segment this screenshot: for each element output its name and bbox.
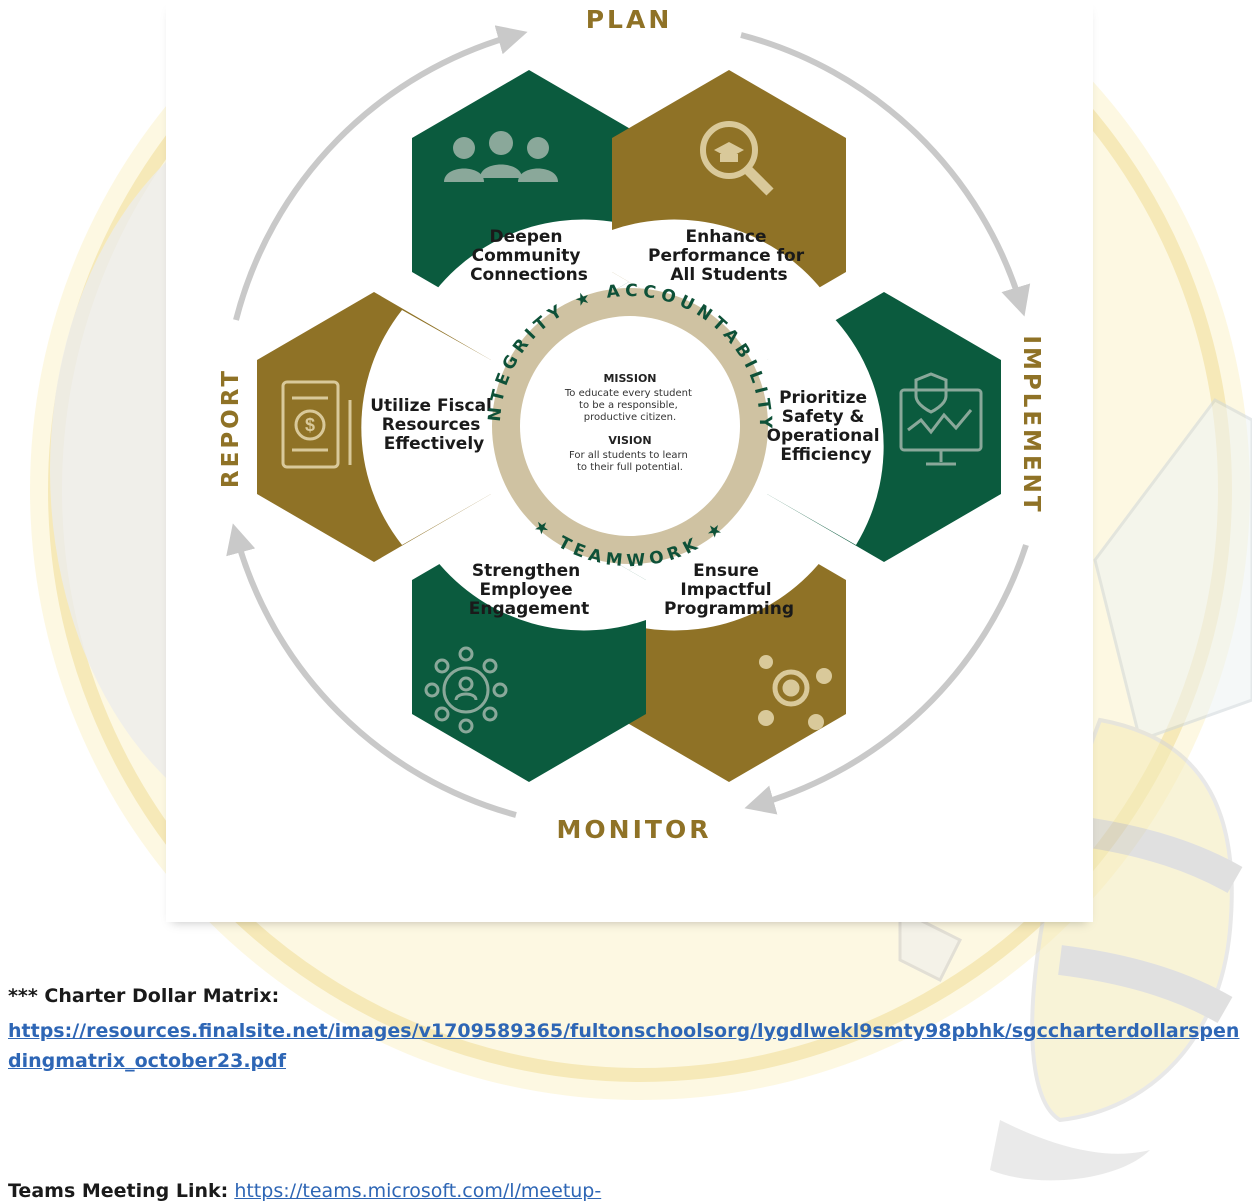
cycle-arrows	[226, 25, 1031, 818]
goal-hex-community: Deepen Community Connections	[412, 70, 646, 340]
teams-meeting-link[interactable]: https://teams.microsoft.com/l/meetup-	[234, 1180, 602, 1202]
charter-matrix-label: *** Charter Dollar Matrix:	[8, 985, 280, 1007]
goal-label-safety: Prioritize Safety & Operational Efficien…	[767, 388, 886, 465]
gear-network-icon	[758, 655, 832, 730]
goal-label-fiscal: Utilize Fiscal Resources Effectively	[370, 396, 498, 454]
mission-heading: MISSION	[603, 372, 656, 385]
teams-meeting-line: Teams Meeting Link: https://teams.micros…	[8, 1180, 601, 1202]
invoice-dollar-icon: $	[281, 380, 352, 469]
person-network-icon	[424, 646, 508, 734]
goal-hex-performance: Enhance Performance for All Students	[612, 70, 846, 340]
cycle-label-monitor: MONITOR	[557, 815, 712, 844]
goal-hex-engagement: Strengthen Employee Engagement	[412, 512, 646, 782]
goal-label-community: Deepen Community Connections	[470, 227, 588, 285]
mission-text: To educate every student to be a respons…	[564, 388, 695, 423]
goal-label-engagement: Strengthen Employee Engagement	[469, 561, 590, 619]
people-icon	[444, 131, 558, 182]
cycle-label-implement: IMPLEMENT	[1018, 335, 1044, 514]
cycle-label-report: REPORT	[218, 368, 244, 488]
vision-text: For all students to learn to their full …	[569, 450, 691, 473]
teams-meeting-label: Teams Meeting Link:	[8, 1180, 229, 1202]
strategic-plan-diagram: PLAN MONITOR REPORT IMPLEMENT Deepen Com…	[166, 0, 1093, 922]
goal-hex-programming: Ensure Impactful Programming	[612, 512, 846, 782]
goal-label-programming: Ensure Impactful Programming	[664, 561, 794, 619]
goal-hex-safety: Prioritize Safety & Operational Efficien…	[767, 292, 1001, 562]
goal-label-performance: Enhance Performance for All Students	[648, 227, 810, 285]
charter-matrix-link[interactable]: https://resources.finalsite.net/images/v…	[8, 1020, 1240, 1072]
shield-monitor-chart-icon	[899, 372, 983, 466]
goal-hex-fiscal: $ Utilize Fiscal Resources Effectively	[257, 292, 498, 562]
mission-vision: MISSION To educate every student to be a…	[564, 372, 695, 473]
vision-heading: VISION	[608, 434, 651, 447]
svg-text:$: $	[305, 415, 315, 435]
cycle-label-plan: PLAN	[586, 5, 673, 34]
magnifier-graduation-cap-icon	[700, 121, 774, 196]
